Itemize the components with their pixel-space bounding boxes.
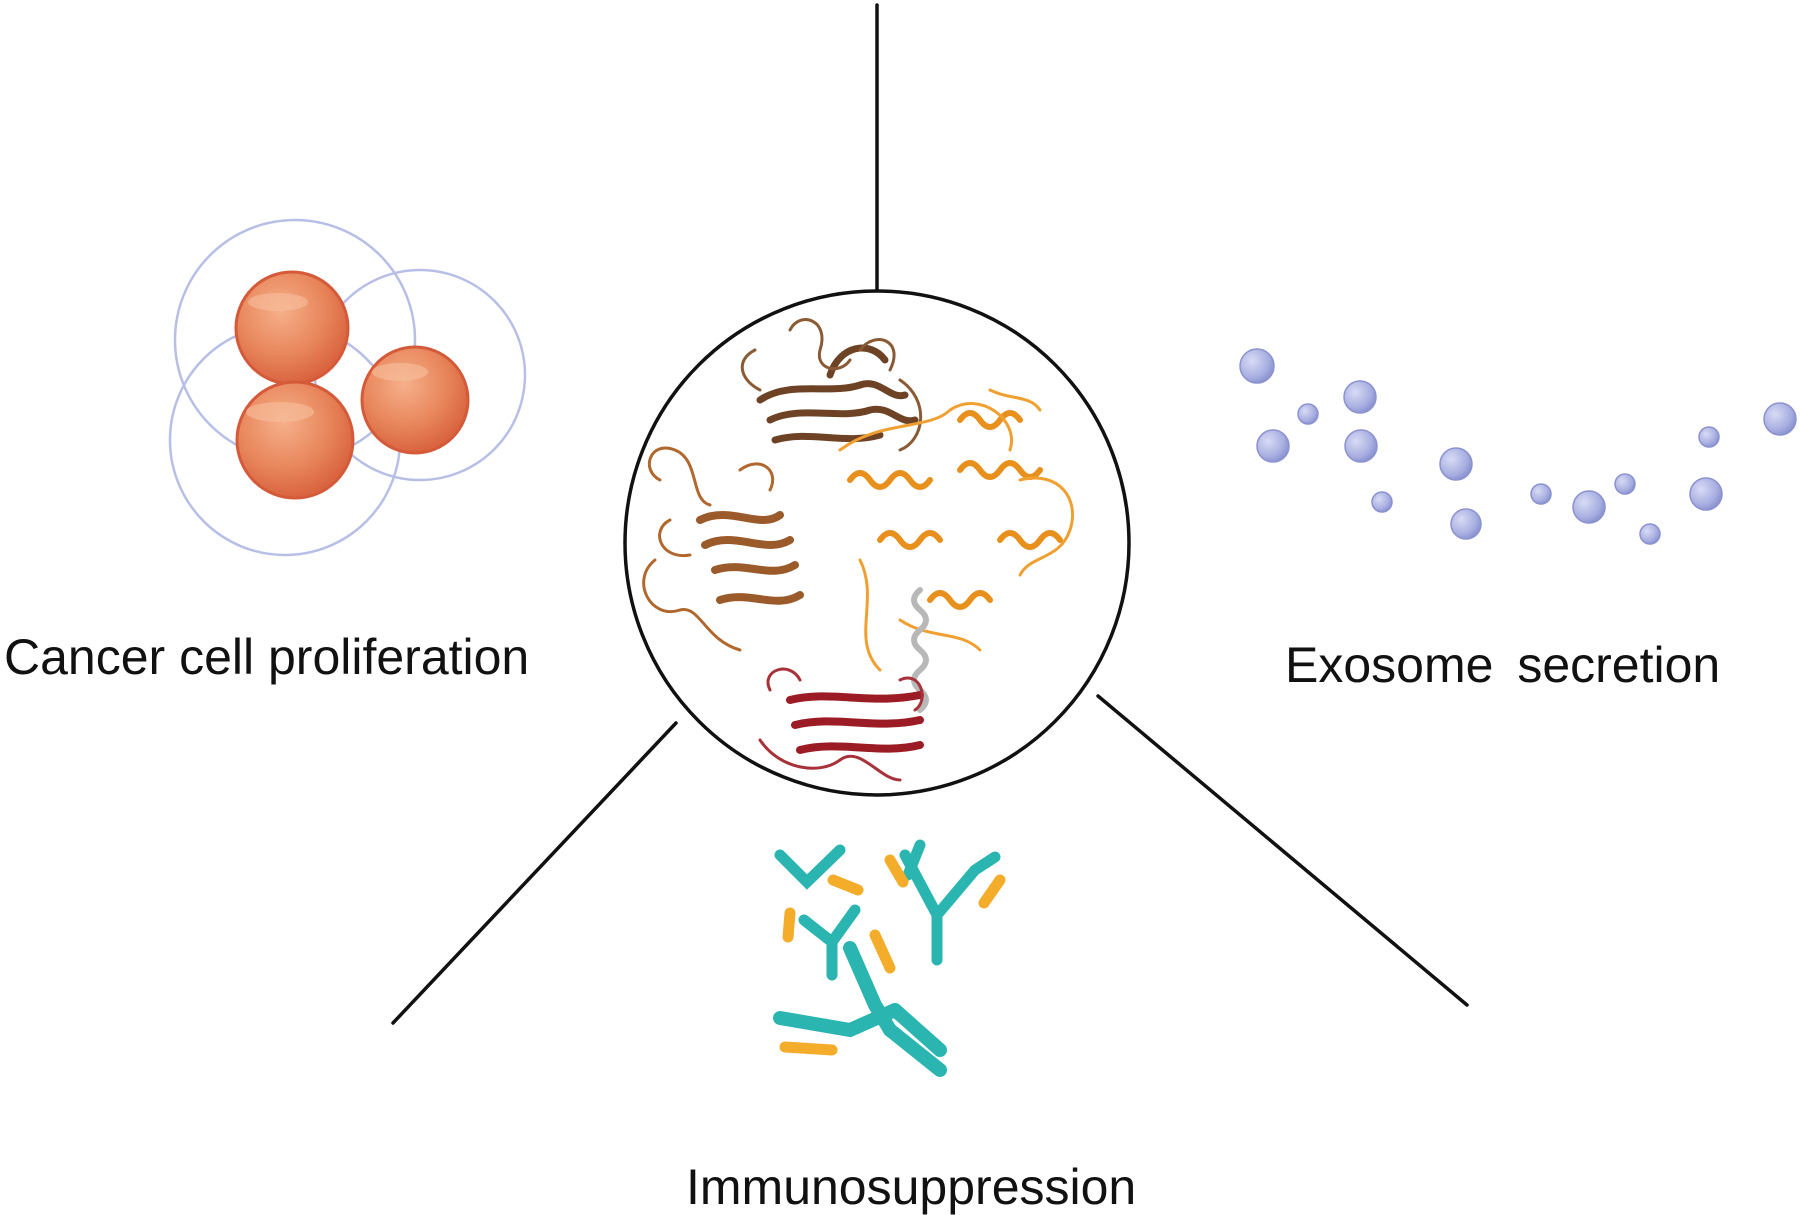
label-immunosuppression: Immunosuppression <box>686 1159 1137 1215</box>
protein-structure-icon <box>623 289 1131 797</box>
antibody-icon <box>773 839 1006 1077</box>
connector-lines <box>391 3 1469 1025</box>
exosome-vesicles-icon <box>1239 348 1797 545</box>
label-cancer-cell-proliferation: Cancer cell proliferation <box>4 629 530 685</box>
cancer-cells-icon <box>168 218 527 557</box>
connector-right <box>1096 694 1469 1007</box>
label-exosome-secretion: Exosome secretion <box>1285 637 1721 693</box>
connector-left <box>391 721 678 1025</box>
